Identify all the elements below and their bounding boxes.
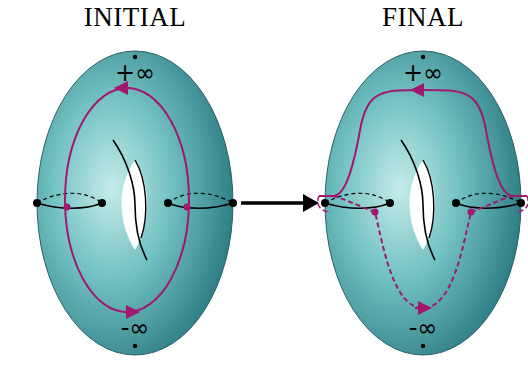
transition-arrow bbox=[241, 194, 319, 212]
minus-infinity-label: -∞ bbox=[409, 316, 438, 340]
torus-surface: INITIAL +∞ -∞ bbox=[35, 0, 235, 357]
minus-infinity-label: -∞ bbox=[121, 316, 150, 340]
plus-infinity-label: +∞ bbox=[403, 61, 443, 85]
torus-illustration bbox=[35, 0, 235, 357]
torus-illustration bbox=[323, 0, 523, 357]
plus-infinity-label: +∞ bbox=[115, 61, 155, 85]
panel-title: FINAL bbox=[382, 2, 464, 33]
torus-surface: FINAL +∞ -∞ bbox=[323, 0, 523, 357]
panel-title: INITIAL bbox=[84, 2, 186, 33]
